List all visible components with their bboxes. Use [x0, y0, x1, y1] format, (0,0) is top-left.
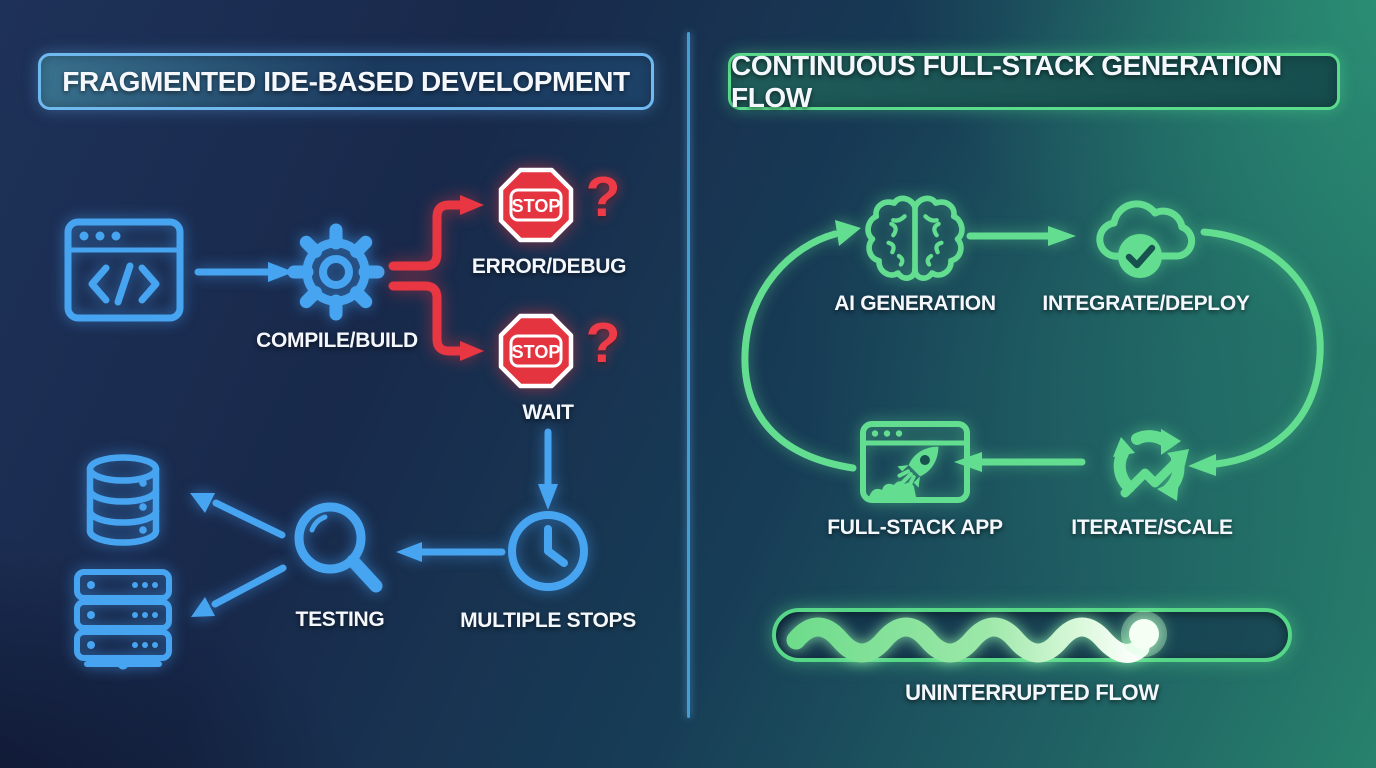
uninterrupted-flow-label: UNINTERRUPTED FLOW [905, 680, 1159, 705]
arrow-testing-to-database [190, 493, 286, 539]
rocket-window-icon [860, 421, 970, 503]
wait-label: WAIT [522, 401, 574, 424]
arrow-testing-to-server [191, 564, 287, 617]
error-debug-label: ERROR/DEBUG [471, 255, 627, 278]
flow-progress-bar [772, 608, 1292, 663]
right-title-text: CONTINUOUS FULL-STACK GENERATION FLOW [731, 49, 1282, 113]
stop-text: STOP [512, 342, 561, 362]
stop-text: STOP [512, 196, 561, 216]
integrate-deploy-label: INTEGRATE/DEPLOY [1042, 292, 1250, 315]
arrow-wait-to-clock [538, 428, 558, 510]
error-branch-connectors [388, 195, 484, 361]
cycle-arc-right [1188, 228, 1324, 476]
stop-sign-icon: STOP [498, 313, 574, 389]
compile-build-label: COMPILE/BUILD [256, 329, 418, 352]
arrow-iterate-to-app [954, 452, 1086, 472]
ai-generation-label: AI GENERATION [834, 292, 996, 315]
iterate-scale-label: ITERATE/SCALE [1071, 516, 1233, 539]
arrow-code-to-gear [194, 262, 294, 282]
code-window-icon [64, 218, 184, 322]
brain-icon [865, 195, 965, 281]
question-mark: ? [585, 311, 621, 375]
arrow-brain-to-cloud [966, 226, 1076, 246]
testing-label: TESTING [295, 608, 385, 631]
flow-wave [786, 611, 1167, 663]
cloud-check-icon [1096, 200, 1196, 278]
gear-icon [287, 223, 385, 321]
left-title-text: FRAGMENTED IDE-BASED DEVELOPMENT [62, 65, 630, 97]
arrow-clock-to-testing [396, 542, 506, 562]
panel-divider [687, 32, 690, 718]
question-mark: ? [585, 165, 621, 229]
cycle-arc-left [741, 220, 861, 472]
stop-sign-icon: STOP [498, 167, 574, 243]
left-panel-title: FRAGMENTED IDE-BASED DEVELOPMENT [38, 53, 654, 110]
clock-icon [508, 511, 588, 591]
recycle-growth-icon [1113, 429, 1189, 501]
full-stack-app-label: FULL-STACK APP [827, 516, 1003, 539]
magnifying-glass-icon [294, 502, 383, 593]
database-icon [86, 454, 160, 546]
server-icon [74, 569, 172, 670]
right-panel-title: CONTINUOUS FULL-STACK GENERATION FLOW [728, 50, 1340, 113]
multiple-stops-label: MULTIPLE STOPS [460, 609, 636, 632]
